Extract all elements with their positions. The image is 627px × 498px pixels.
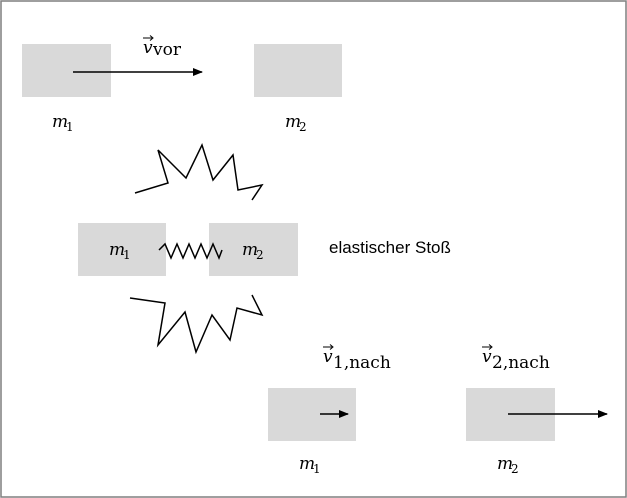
svg-text:m: m — [109, 240, 125, 260]
svg-text:2: 2 — [256, 248, 264, 262]
svg-text:1: 1 — [66, 120, 74, 134]
svg-text:2: 2 — [511, 462, 519, 476]
svg-text:m: m — [242, 240, 258, 260]
mass-label-m1-before: m 1 — [52, 112, 74, 134]
svg-text:1: 1 — [313, 462, 321, 476]
svg-text:v: v — [482, 347, 492, 367]
block-m2-collision — [209, 223, 298, 276]
svg-text:v: v — [323, 347, 333, 367]
velocity-label-v2-after: v 2,nach — [482, 344, 550, 373]
mass-label-m1-collision: m 1 — [109, 240, 131, 262]
block-m1-collision — [78, 223, 166, 276]
block-m1-before — [22, 44, 111, 97]
velocity-label-v1-after: v 1,nach — [323, 344, 391, 373]
mass-label-m2-before: m 2 — [285, 112, 307, 134]
svg-text:m: m — [285, 112, 301, 132]
svg-text:1: 1 — [123, 248, 131, 262]
mass-label-m2-collision: m 2 — [242, 240, 264, 262]
velocity-label-before: v vor — [143, 35, 182, 60]
svg-text:1,nach: 1,nach — [333, 353, 391, 373]
svg-text:2: 2 — [299, 120, 307, 134]
collision-type-label: elastischer Stoß — [329, 238, 451, 257]
block-m2-before — [254, 44, 342, 97]
svg-text:m: m — [299, 454, 315, 474]
mass-label-m1-after: m 1 — [299, 454, 321, 476]
mass-label-m2-after: m 2 — [497, 454, 519, 476]
svg-text:m: m — [52, 112, 68, 132]
svg-text:vor: vor — [152, 40, 182, 60]
burst-upper — [134, 142, 264, 201]
svg-text:m: m — [497, 454, 513, 474]
svg-text:2,nach: 2,nach — [492, 353, 550, 373]
burst-lower — [129, 294, 264, 355]
svg-text:v: v — [143, 38, 153, 58]
spring-icon — [158, 242, 223, 261]
